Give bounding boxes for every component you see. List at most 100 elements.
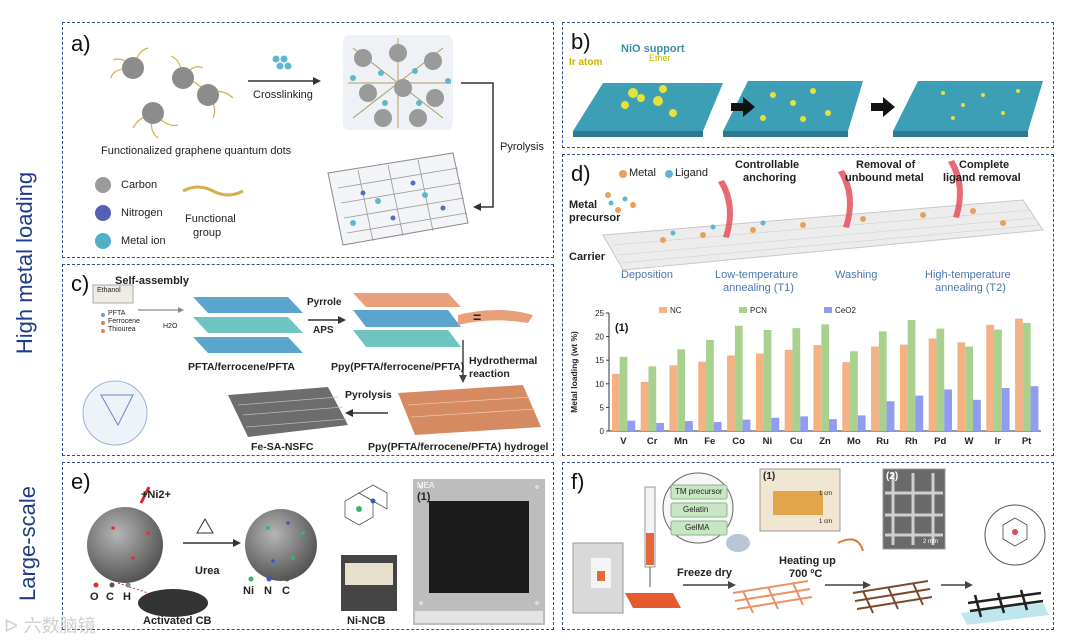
activated-cb-powder	[138, 589, 208, 617]
chart-inset-label: (1)	[615, 322, 629, 334]
nio-support-slab-3	[893, 81, 1043, 137]
ppy-coated-layers-graphic	[353, 293, 461, 347]
functional-group-label-2: group	[193, 227, 222, 239]
legend-n: N	[264, 585, 272, 597]
legend-swatch-ceo2	[824, 307, 832, 313]
bar-ceo2-rh	[915, 395, 924, 431]
removal-label-2: unbound metal	[845, 172, 924, 184]
watermark-text: 六数脑镜	[23, 616, 96, 637]
legend-ni: Ni	[243, 585, 254, 597]
panel-a-illustration	[95, 35, 494, 249]
panel-e-letter: e)	[71, 469, 91, 494]
panel-f-letter: f)	[571, 469, 585, 494]
legend-label-nc: NC	[670, 306, 682, 315]
bar-pcn-pd	[936, 328, 945, 431]
side-label-large-scale: Large-scale	[15, 486, 40, 601]
pfta-label: PFTA	[108, 310, 126, 317]
pfta-ferrocene-layers-graphic	[193, 297, 303, 353]
fe-sa-nsfc-caption: Fe-SA-NSFC	[251, 441, 314, 453]
scale-bar-3: 2 mm	[923, 539, 938, 545]
hydrothermal-label-1: Hydrothermal	[469, 355, 538, 367]
freeze-dry-label: Freeze dry	[677, 567, 733, 579]
x-tick-label: Ni	[763, 436, 773, 447]
panel-e: e)	[62, 462, 554, 630]
bar-nc-ni	[755, 353, 764, 431]
x-tick-label: Mn	[674, 436, 688, 447]
deposition-label: Deposition	[621, 269, 673, 281]
panel-b-letter: b)	[571, 29, 591, 54]
y-tick-label: 5	[600, 403, 605, 412]
washing-label: Washing	[835, 269, 878, 281]
bar-pcn-cr	[648, 366, 657, 431]
legend-label-pcn: PCN	[750, 306, 767, 315]
freeze-dried-scaffold-graphic	[732, 580, 813, 614]
x-tick-label: Mo	[847, 436, 861, 447]
bar-nc-cu	[784, 349, 793, 431]
pyrolysis-label-a: Pyrolysis	[500, 141, 545, 153]
aps-label: APS	[313, 325, 334, 336]
bar-nc-co	[727, 355, 735, 431]
panel-f: f)	[562, 462, 1054, 630]
side-label-high-metal-loading: High metal loading	[12, 171, 37, 355]
carbon-black-sphere	[87, 507, 163, 583]
scale-bar-2: 1 cm	[819, 519, 833, 525]
ni-n-c-structure-graphic	[344, 484, 388, 526]
x-tick-label: Co	[732, 436, 745, 447]
x-tick-label: Cu	[790, 436, 803, 447]
x-tick-label: Rh	[905, 436, 918, 447]
panel-a: a)	[62, 22, 554, 258]
bar-pcn-cu	[792, 328, 801, 431]
hydrothermal-label-2: reaction	[469, 368, 510, 380]
final-black-scaffold-graphic	[967, 589, 1044, 618]
pfta-ferrocene-caption: PFTA/ferrocene/PFTA	[188, 361, 295, 373]
x-tick-label: Ru	[876, 436, 889, 447]
thiourea-label: Thiourea	[108, 326, 136, 333]
y-tick-label: 0	[600, 427, 605, 436]
bar-ceo2-mn	[685, 421, 693, 431]
gelma-label: GelMA	[685, 523, 710, 532]
panel-d: d) Metal Ligand Controllable anchoring R…	[562, 154, 1054, 456]
low-temp-label-2: annealing (T1)	[723, 282, 794, 294]
temperature-label: 700 ºC	[789, 568, 823, 580]
bar-nc-zn	[813, 345, 822, 431]
heating-up-label: Heating up	[779, 555, 836, 567]
self-assembly-label: Self-assembly	[115, 275, 189, 287]
watermark-icon: ᐅ	[4, 616, 18, 637]
ni2-label: +Ni2+	[141, 489, 171, 501]
bar-ceo2-cr	[656, 422, 665, 431]
legend-swatch-pcn	[739, 307, 747, 313]
bar-nc-fe	[698, 361, 707, 431]
pyrrole-label: Pyrrole	[307, 297, 342, 308]
doped-graphene-sheet-graphic	[327, 152, 469, 246]
bar-ceo2-pd	[944, 389, 953, 431]
bar-pcn-mo	[850, 351, 858, 431]
ni-doped-sphere	[245, 509, 317, 581]
panel-e-illustration	[87, 479, 545, 625]
bar-ceo2-fe	[713, 422, 722, 431]
bar-pcn-fe	[706, 339, 714, 431]
complete-label-1: Complete	[959, 159, 1010, 171]
bar-ceo2-co	[742, 419, 751, 431]
metal-legend-label: Metal	[629, 167, 656, 179]
x-tick-label: Zn	[819, 436, 831, 447]
bar-pcn-ni	[763, 329, 772, 431]
mea-label: MEA	[417, 481, 435, 490]
ligand-legend-label: Ligand	[675, 167, 709, 179]
ppy-hydrogel-caption: Ppy(PFTA/ferrocene/PFTA) hydrogel	[368, 441, 549, 453]
x-tick-label: W	[965, 436, 974, 447]
bar-pcn-mn	[677, 349, 686, 431]
high-temp-label-1: High-temperature	[925, 269, 1011, 281]
pyrolysis-label-c: Pyrolysis	[345, 389, 392, 401]
bar-nc-w	[957, 342, 966, 431]
y-axis-label: Metal loading (wt %)	[569, 331, 579, 413]
panel-b-illustration	[573, 81, 1043, 137]
panel-f-illustration	[572, 468, 1049, 625]
high-temp-label-2: annealing (T2)	[935, 282, 1006, 294]
panel-c-illustration	[82, 284, 541, 446]
metal-precursor-label-1: Metal	[569, 199, 598, 211]
metal-ion-dots	[272, 55, 292, 70]
functionalized-gqd-caption: Functionalized graphene quantum dots	[101, 145, 292, 157]
bar-nc-pd	[928, 338, 937, 431]
bar-pcn-zn	[821, 324, 830, 431]
bar-ceo2-zn	[829, 419, 837, 431]
